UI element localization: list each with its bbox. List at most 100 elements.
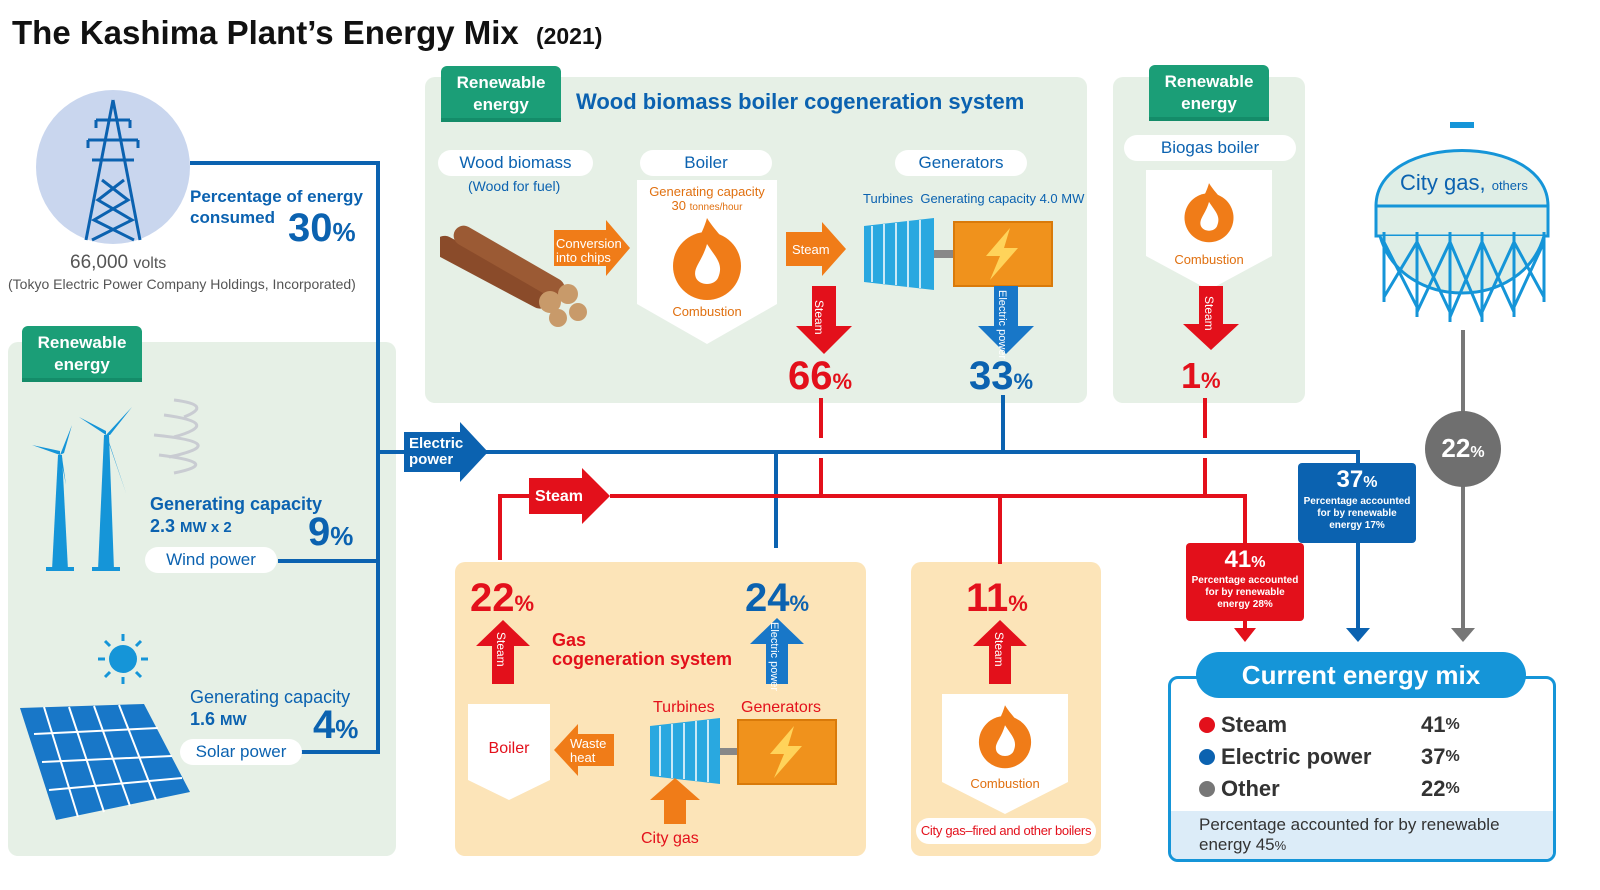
mix-value-steam: 41	[1421, 712, 1446, 737]
renewable-tag-left: Renewable energy	[22, 326, 142, 382]
other-percent-circle	[1425, 411, 1501, 487]
gas-generators-label: Generators	[741, 699, 822, 716]
gas-boiler-label: Boiler	[488, 740, 530, 757]
biomass-flame-icon	[673, 218, 741, 300]
wind-turbine-icon	[32, 398, 200, 571]
steam-total-pct-unit: %	[1251, 554, 1266, 571]
steam-total-pct-value: 41	[1224, 546, 1252, 573]
biogas-combustion-label: Combustion	[1174, 252, 1244, 267]
solar-cap-unit: MW	[220, 712, 247, 729]
solar-cap-row: 1.6 MW	[190, 708, 350, 732]
biogas-steam-down-label: Steam	[1202, 296, 1216, 331]
wind-percent-value: 9	[308, 510, 331, 554]
mix-value-electric: 37	[1421, 744, 1446, 769]
biomass-steam-down-label: Steam	[812, 300, 826, 335]
conversion-arrow	[554, 220, 630, 276]
renewable-tag-biogas-line1: Renewable	[1164, 72, 1254, 91]
grid-supplier: (Tokyo Electric Power Company Holdings, …	[8, 276, 356, 292]
mix-label-other: Other	[1221, 776, 1280, 801]
boiler-capacity: Generating capacity 30 tonnes/hour	[637, 185, 777, 215]
solar-percent-unit: %	[335, 714, 359, 744]
other-combustion-label: Combustion	[970, 776, 1040, 791]
city-gas-label-sub: others	[1491, 178, 1528, 193]
boiler-cap-line2: 30 tonnes/hour	[637, 199, 777, 215]
solar-power-label: Solar power	[180, 739, 302, 765]
biomass-combustion-label: Combustion	[672, 304, 742, 319]
solar-cap-value: 1.6	[190, 709, 216, 729]
solar-cap-label: Generating capacity	[190, 687, 351, 707]
gas-elec-up-arrow	[750, 618, 804, 684]
biomass-turbine-generator-icon	[864, 218, 1053, 290]
renewable-tag-left-line1: Renewable	[37, 333, 127, 352]
turbines-label: Turbines Generating capacity 4.0 MW	[863, 191, 1084, 206]
boiler-cap-value: 30	[671, 198, 686, 213]
conversion-line2: into chips	[556, 250, 611, 265]
waste-heat-line2: heat	[570, 750, 596, 765]
renewable-tag-biomass: Renewable energy	[441, 66, 561, 122]
title-text: The Kashima Plant’s Energy Mix	[12, 14, 519, 51]
mix-row-steam: Steam 41%	[1199, 709, 1529, 741]
other-steam-up-arrow	[973, 620, 1027, 684]
page-title: The Kashima Plant’s Energy Mix (2021)	[12, 14, 602, 52]
other-steam-up-label: Steam	[992, 632, 1006, 667]
wind-capacity: Generating capacity 2.3 MW x 2	[150, 493, 322, 539]
gas-steam-pct-unit: %	[514, 591, 535, 616]
steam-renew-line2: for by renewable	[1205, 587, 1285, 598]
energy-mix-title: Current energy mix	[1196, 652, 1526, 698]
steam-total-pct: 41%	[1186, 546, 1304, 574]
gas-turbine-generator-icon	[650, 718, 837, 785]
grid-label: Percentage of energy consumed	[190, 186, 363, 228]
biogas-pct-value: 1	[1181, 355, 1202, 396]
sun-icon	[98, 634, 148, 684]
mix-row-other: Other 22%	[1199, 773, 1529, 805]
gas-boiler-shape	[468, 704, 550, 800]
wind-cap-unit: MW x 2	[180, 519, 232, 536]
gas-elec-percent: 24%	[745, 576, 809, 621]
biomass-elec-percent: 33%	[969, 354, 1033, 399]
voltage-value: 66,000	[70, 252, 129, 273]
other-pct-value: 22	[1441, 433, 1471, 463]
other-pct-unit: %	[1470, 444, 1485, 461]
wind-cap-value: 2.3	[150, 516, 176, 536]
gas-elec-pct-value: 24	[745, 576, 790, 620]
energy-mix-rows: Steam 41% Electric power 37% Other 22%	[1199, 709, 1529, 805]
solar-percent: 4%	[313, 703, 358, 748]
biomass-elec-pct-value: 33	[969, 354, 1014, 398]
biomass-steam-percent: 66%	[788, 354, 852, 399]
electric-renew-line1: Percentage accounted	[1303, 496, 1411, 507]
city-gas-tank-icon	[1374, 122, 1550, 322]
wind-percent: 9%	[308, 510, 353, 555]
boiler-cap-unit: tonnes/hour	[689, 202, 743, 213]
electric-renew-line2: for by renewable	[1317, 508, 1397, 519]
solar-panel-icon	[20, 704, 190, 820]
wood-biomass-sub: (Wood for fuel)	[468, 178, 561, 194]
wood-logs-icon	[440, 225, 587, 327]
solar-capacity: Generating capacity 1.6 MW	[190, 686, 350, 732]
mix-label-electric: Electric power	[1221, 744, 1372, 769]
renewable-tag-biomass-line1: Renewable	[456, 73, 546, 92]
wind-percent-unit: %	[330, 521, 354, 551]
gas-cogen-steam-line	[498, 494, 530, 560]
mix-renew-unit: %	[1274, 838, 1287, 853]
city-gas-up-arrow	[650, 778, 700, 824]
generators-label: Generators	[895, 150, 1027, 176]
gas-elec-up-label: Electric power	[768, 622, 780, 692]
other-dot-icon	[1199, 781, 1215, 797]
biomass-turbines-text: Turbines	[863, 191, 914, 206]
electric-dot-icon	[1199, 749, 1215, 765]
mix-unit-other: %	[1445, 780, 1460, 797]
mix-renewable-footer: Percentage accounted for by renewable en…	[1171, 811, 1553, 859]
boiler-cap-line1: Generating capacity	[649, 184, 765, 199]
steam-main-line	[610, 494, 1247, 548]
grid-percent-unit: %	[332, 217, 356, 247]
mix-value-other: 22	[1421, 776, 1446, 801]
other-percent: 22%	[1425, 433, 1501, 464]
biomass-steam-down-arrow	[796, 286, 852, 354]
grid-percent-value: 30	[288, 206, 333, 250]
boiler-label: Boiler	[640, 150, 772, 176]
conversion-line1: Conversion	[556, 236, 622, 251]
gas-steam-up-arrow	[476, 620, 530, 684]
electric-total-box: 37% Percentage accounted for by renewabl…	[1298, 463, 1416, 543]
electric-power-label-line2: power	[409, 451, 454, 468]
